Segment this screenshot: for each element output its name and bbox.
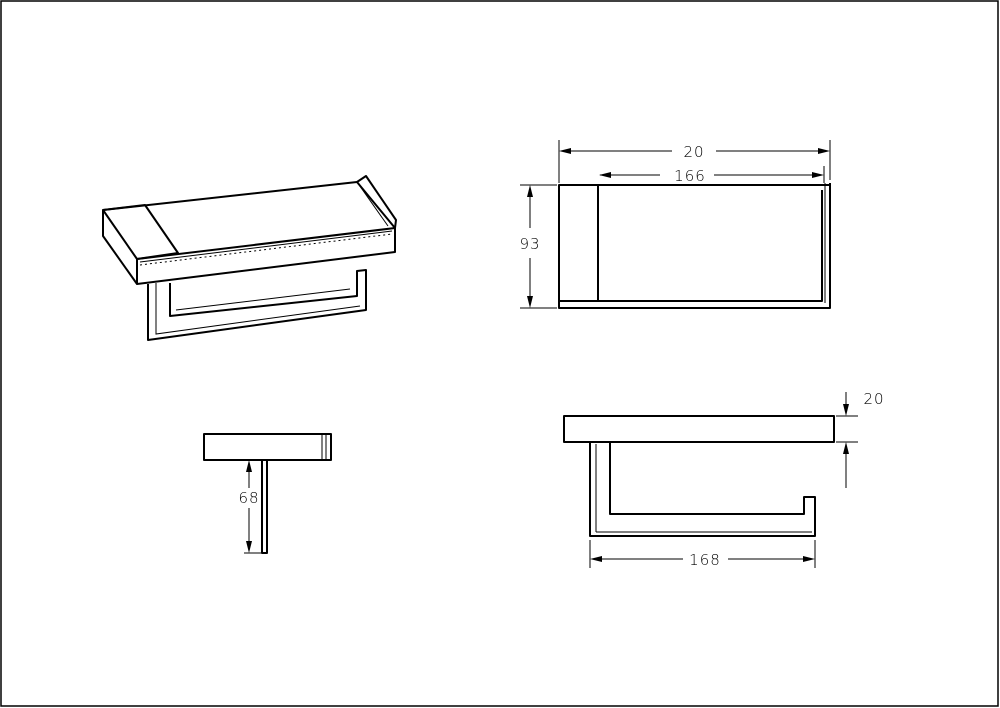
- top-view-end-block: [558, 184, 599, 302]
- holder-arm-outer: [147, 269, 367, 341]
- dim-label-top-inner: 166: [674, 167, 706, 185]
- dim-label-front-width: 168: [689, 551, 721, 569]
- dim-label-side-projection: 68: [238, 489, 259, 507]
- shelf-lip: [356, 175, 397, 229]
- dim-arrow: [527, 185, 533, 197]
- front-view: 20 168: [563, 390, 884, 569]
- dim-arrow: [599, 172, 611, 178]
- top-view-outline: [558, 183, 831, 309]
- isometric-view: [102, 175, 397, 341]
- dim-arrow: [818, 148, 830, 154]
- dim-arrow: [559, 148, 571, 154]
- front-view-shelf: [563, 415, 835, 443]
- shelf-groove-dots: [139, 233, 393, 266]
- holder-arm-inner-edge: [175, 288, 351, 311]
- dim-arrow: [843, 404, 849, 416]
- dim-arrow: [843, 442, 849, 454]
- dim-label-top-overall: 20: [683, 143, 704, 161]
- top-view-back-edge: [598, 183, 831, 186]
- side-view: 68: [203, 433, 332, 554]
- dim-arrow: [246, 460, 252, 472]
- dim-arrow: [246, 541, 252, 553]
- shelf-lip-inner: [356, 181, 389, 227]
- holder-arm-inner: [155, 283, 361, 335]
- dim-label-front-thickness: 20: [863, 390, 884, 408]
- dim-arrow: [803, 556, 815, 562]
- shelf-top-surface: [102, 181, 396, 260]
- top-view: 20 166 93: [519, 140, 831, 309]
- shelf-groove-line: [139, 230, 393, 263]
- dim-arrow: [590, 556, 602, 562]
- dim-arrow: [812, 172, 824, 178]
- side-view-arm: [261, 460, 268, 554]
- end-cap-block: [102, 204, 179, 260]
- shelf-front-face: [102, 210, 396, 285]
- dim-arrow: [527, 296, 533, 308]
- top-view-inner-lip: [598, 190, 823, 302]
- dim-label-top-depth: 93: [519, 235, 540, 253]
- side-view-shelf: [203, 433, 332, 461]
- front-view-arm: [589, 442, 816, 537]
